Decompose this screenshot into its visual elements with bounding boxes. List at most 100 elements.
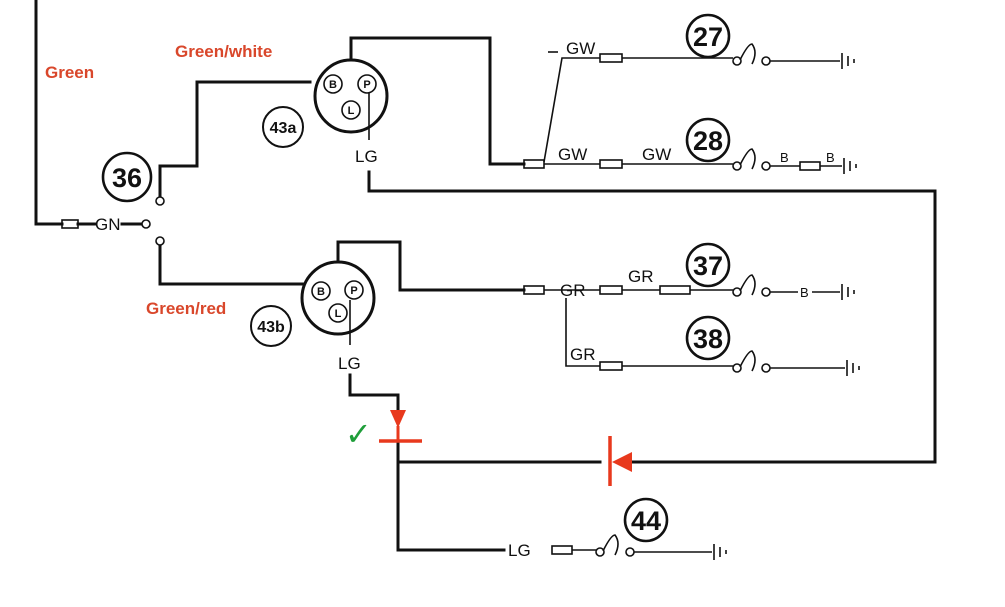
connector-gn [61, 219, 79, 229]
switch-36-number: 36 [112, 163, 142, 193]
check-mark: ✓ [345, 415, 372, 453]
label-lg-44: LG [508, 541, 531, 560]
label-gw-27: GW [566, 39, 595, 58]
wire-gw-27 [543, 57, 600, 163]
switch-36-badge [101, 151, 153, 203]
lamp-38: 38 [685, 315, 771, 373]
switch-36-terminal-bottom [155, 236, 165, 246]
lamp-38-switch [739, 350, 756, 372]
lamp-38-badge [685, 315, 731, 361]
label-green-red: Green/red [146, 299, 226, 318]
diode-vertical-arrow [390, 410, 406, 428]
lamp-37-badge [685, 242, 731, 288]
connector-37a [599, 285, 623, 295]
wire-43b-lg [348, 373, 400, 414]
labels: Green Green/white Green/red GN LG LG LG … [45, 39, 835, 560]
lamp-44-terminal-right [625, 547, 635, 557]
grounds [713, 53, 860, 560]
label-gr-38: GR [570, 345, 596, 364]
lamp-37-terminal-left [732, 287, 742, 297]
connector-gr-junction [523, 285, 545, 295]
lamp-38-terminal-right [761, 363, 771, 373]
diode-annotation-horizontal [608, 436, 632, 486]
wire-43a-p [349, 36, 526, 166]
connector-38 [599, 361, 623, 371]
lamp-28: 28 [685, 117, 771, 171]
switch-43a-body [313, 58, 389, 134]
switch-43b-number: 43b [257, 319, 285, 336]
connector-44 [551, 545, 573, 555]
lamp-27-terminal-right [761, 56, 771, 66]
wire-43a-lg [367, 170, 937, 464]
lamp-37: 37 [685, 242, 771, 297]
main-wires [34, 0, 937, 552]
switch-43a-badge [262, 106, 304, 148]
switch-43b-pin-b [311, 281, 331, 301]
diode-annotation-vertical [379, 410, 422, 443]
connectors [61, 53, 821, 555]
ground-37 [841, 284, 855, 300]
lamp-38-number: 38 [693, 324, 723, 354]
wire-gr-38 [565, 298, 600, 367]
switch-43b-body [300, 260, 376, 336]
switch-43b: B P L 43b [250, 260, 376, 347]
wire-green-white [158, 80, 312, 198]
wire-green-red [158, 244, 312, 286]
connector-27 [599, 53, 623, 63]
switch-43a: B P L 43a [262, 58, 389, 148]
switch-36: 36 [101, 151, 165, 246]
wire-green-left [34, 0, 64, 226]
lamp-28-number: 28 [693, 126, 723, 156]
lamp-28-terminal-right [761, 161, 771, 171]
switch-43b-pin-p-label: P [350, 285, 357, 297]
ground-28 [843, 158, 857, 174]
label-b-28a: B [780, 150, 789, 165]
switch-43b-pin-l [328, 303, 348, 323]
lamp-27: 27 [685, 13, 771, 66]
label-b-28b: B [826, 150, 835, 165]
switch-36-terminal-top [155, 196, 165, 206]
label-green-white: Green/white [175, 42, 272, 61]
connector-gw-junction [523, 159, 545, 169]
lamp-38-terminal-left [732, 363, 742, 373]
lamp-27-number: 27 [693, 22, 723, 52]
switch-36-terminal-common [141, 219, 151, 229]
ground-38 [846, 360, 860, 376]
ground-44 [713, 544, 727, 560]
switch-43a-pin-p-label: P [363, 79, 370, 91]
switch-43a-pin-l [341, 100, 361, 120]
switch-43b-pin-l-label: L [335, 308, 342, 320]
lamp-44-badge [623, 497, 669, 543]
lamp-37-terminal-right [761, 287, 771, 297]
label-b-37: B [800, 285, 809, 300]
lamp-27-switch [739, 43, 756, 65]
lamp-44-switch [602, 534, 619, 556]
lamp-44: 44 [595, 497, 669, 557]
label-gw-28: GW [642, 145, 671, 164]
label-lg-43a: LG [355, 147, 378, 166]
lamp-44-number: 44 [631, 506, 661, 536]
thin-wires [543, 51, 845, 553]
switch-43a-number: 43a [270, 120, 297, 137]
connector-28 [599, 159, 623, 169]
label-gr-junction: GR [560, 281, 586, 300]
switch-43b-pin-p [344, 280, 364, 300]
switch-43a-pin-l-label: L [348, 105, 355, 117]
diode-horizontal-arrow [612, 452, 632, 472]
lamp-37-switch [739, 274, 756, 296]
switch-43a-pin-b [323, 74, 343, 94]
connector-28-b [799, 161, 821, 171]
wire-diode-to-44 [396, 438, 506, 552]
label-gn: GN [95, 215, 121, 234]
switch-43b-badge [250, 305, 292, 347]
wire-43b-p [336, 240, 526, 292]
lamp-44-terminal-left [595, 547, 605, 557]
connector-37b [659, 285, 691, 295]
label-lg-43b: LG [338, 354, 361, 373]
switch-43b-pin-b-label: B [317, 286, 325, 298]
lamp-27-terminal-left [732, 56, 742, 66]
lamp-27-badge [685, 13, 731, 59]
label-gr-37: GR [628, 267, 654, 286]
switch-43a-pin-p [357, 74, 377, 94]
